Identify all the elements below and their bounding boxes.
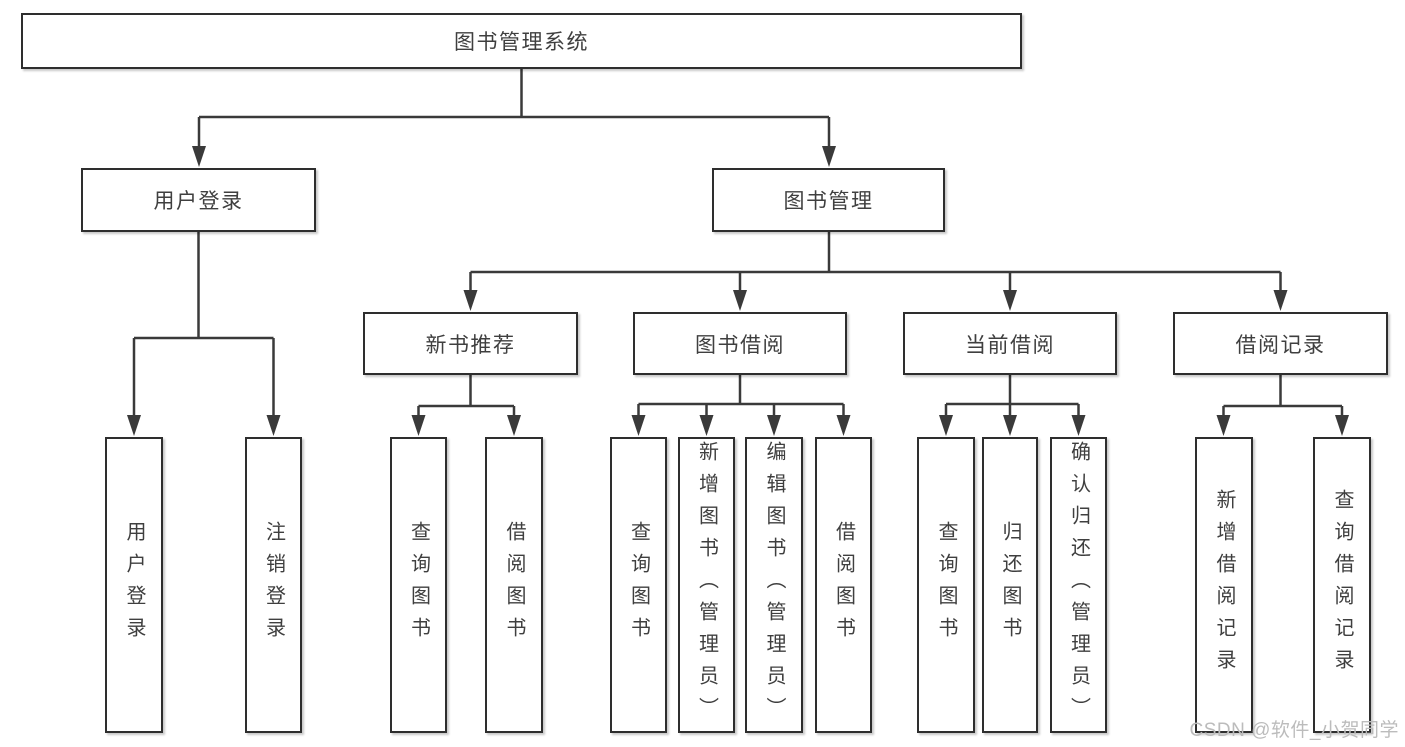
connector-book-mgmt (463, 232, 1288, 311)
connector-book-borrow (631, 375, 851, 436)
connector-current-borrow (939, 375, 1086, 436)
connector-root (192, 69, 836, 167)
leaf-borrow-book-rec: 借阅图书 (485, 437, 543, 733)
connector-new-book-rec (411, 375, 521, 436)
node-book-mgmt: 图书管理 (712, 168, 945, 232)
leaf-borrow-book: 借阅图书 (815, 437, 872, 733)
node-current-borrow: 当前借阅 (903, 312, 1117, 375)
node-root: 图书管理系统 (21, 13, 1022, 69)
leaf-return-book: 归还图书 (982, 437, 1038, 733)
leaf-add-book-admin: 新增图书（管理员） (678, 437, 735, 733)
leaf-logout: 注销登录 (245, 437, 302, 733)
leaf-confirm-return-admin: 确认归还（管理员） (1050, 437, 1107, 733)
node-new-book-rec: 新书推荐 (363, 312, 578, 375)
leaf-query-book-rec: 查询图书 (390, 437, 447, 733)
leaf-query-book-current: 查询图书 (917, 437, 975, 733)
node-borrow-records: 借阅记录 (1173, 312, 1388, 375)
leaf-query-borrow-record: 查询借阅记录 (1313, 437, 1371, 733)
connector-borrow-records (1216, 375, 1349, 436)
leaf-edit-book-admin: 编辑图书（管理员） (745, 437, 803, 733)
connector-user-login (127, 232, 281, 436)
leaf-add-borrow-record: 新增借阅记录 (1195, 437, 1253, 733)
node-user-login: 用户登录 (81, 168, 316, 232)
leaf-user-login: 用户登录 (105, 437, 163, 733)
leaf-query-book-borrow: 查询图书 (610, 437, 667, 733)
node-book-borrow: 图书借阅 (633, 312, 847, 375)
watermark: CSDN @软件_小贺同学 (1189, 720, 1399, 741)
